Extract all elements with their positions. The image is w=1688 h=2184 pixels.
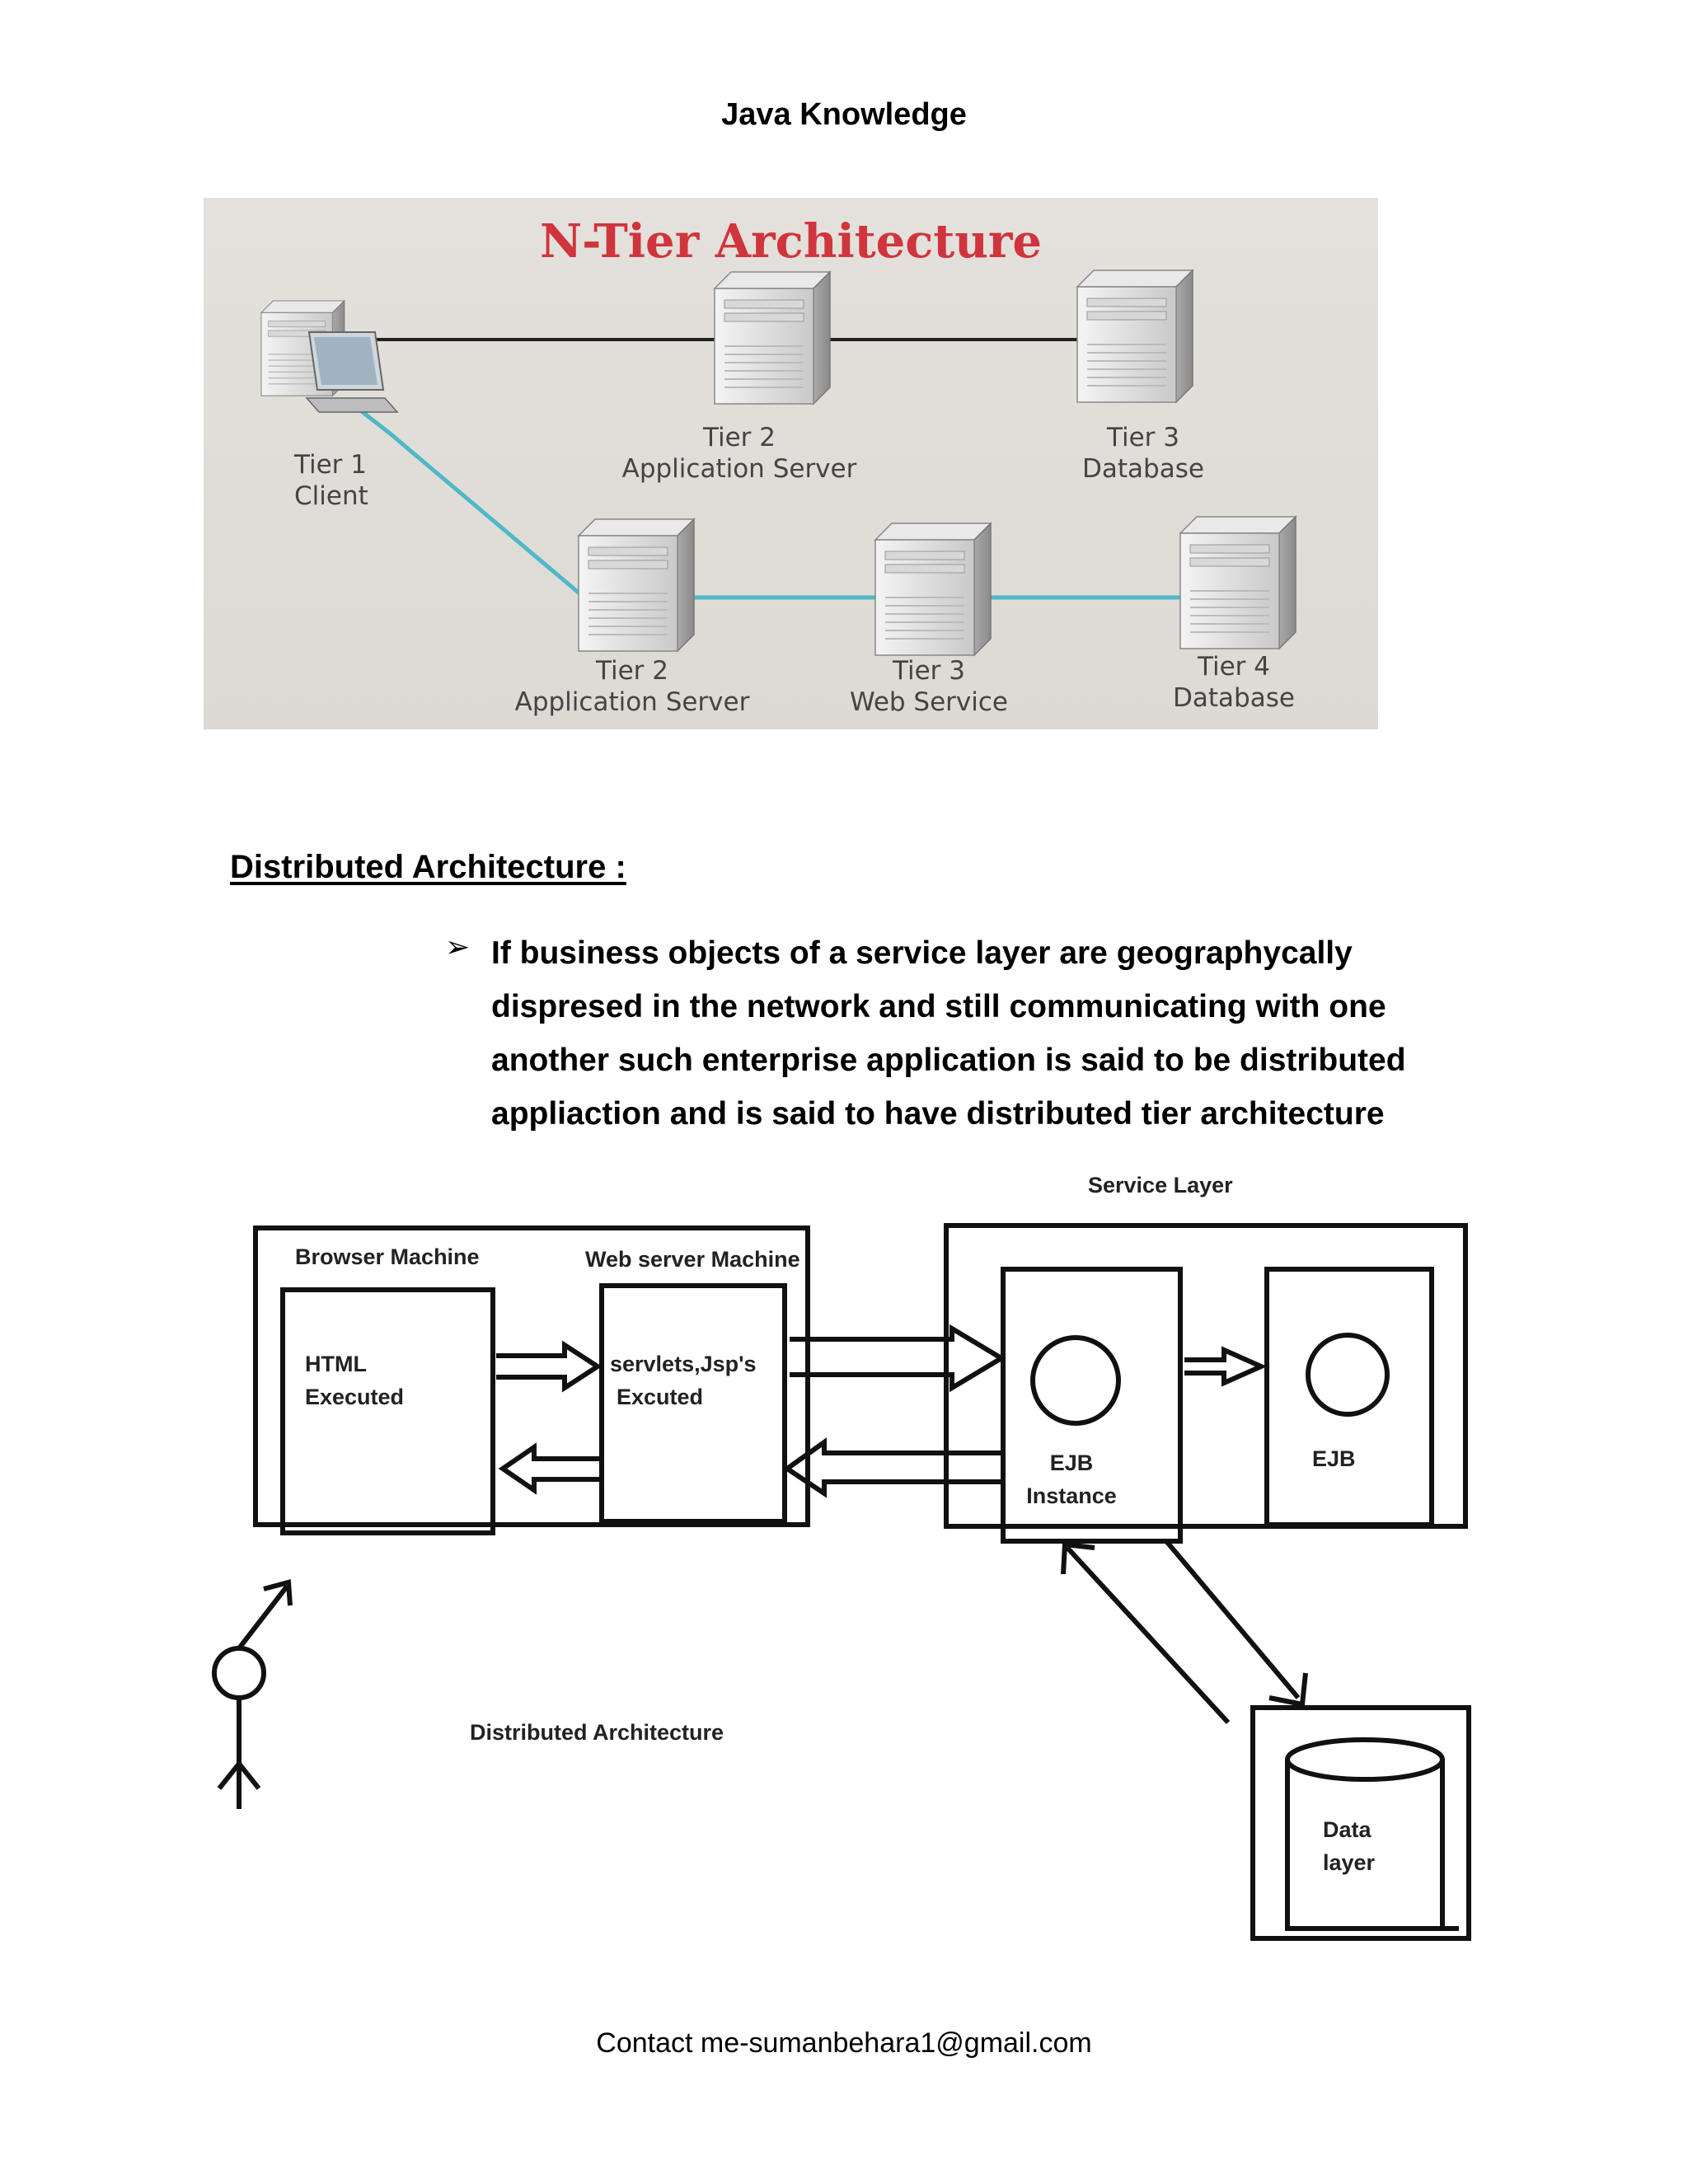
- top-app-tier-name: Application Server: [621, 454, 857, 484]
- link-client-bottom-app: [350, 402, 586, 599]
- distributed-architecture-diagram: Service Layer Browser Machine Web server…: [190, 1154, 1492, 1966]
- top-db-tier-label: Tier 3 Database: [1061, 422, 1226, 485]
- bottom-app-tier-label: Tier 2 Application Server: [492, 655, 772, 718]
- data-cylinder: [1285, 1760, 1445, 1931]
- client-tier-label: Tier 1 Client: [294, 449, 368, 512]
- servlets-label-line1: servlets,Jsp's: [610, 1352, 757, 1376]
- browser-machine-label: Browser Machine: [295, 1244, 480, 1269]
- service-layer-label: Service Layer: [1088, 1173, 1233, 1197]
- ejb-to-data-link: [1164, 1540, 1301, 1699]
- ntier-title: N-Tier Architecture: [539, 214, 1043, 269]
- bullet-text: If business objects of a service layer a…: [491, 935, 1406, 1132]
- html-executed-label: HTML Executed: [305, 1347, 404, 1413]
- ejb-instance-to-ejb-arrow: [1184, 1346, 1268, 1387]
- data-layer-box: [1250, 1705, 1471, 1941]
- client-tier-number: Tier 1: [294, 450, 367, 480]
- html-to-servlets-arrow: [496, 1340, 603, 1393]
- top-app-tier-label: Tier 2 Application Server: [607, 422, 871, 485]
- ejb-box: [1264, 1267, 1434, 1527]
- top-database-server-icon: [1076, 269, 1193, 403]
- user-head: [212, 1646, 266, 1700]
- data-label-line1: Data: [1323, 1817, 1372, 1842]
- bottom-db-tier-name: Database: [1173, 683, 1295, 713]
- ejb-instance-box: [1001, 1267, 1183, 1544]
- bullet-arrow-icon: ➢: [445, 930, 471, 963]
- servlets-executed-label: servlets,Jsp's Excuted: [610, 1347, 757, 1413]
- ejb-instance-label-line2: Instance: [1026, 1483, 1117, 1508]
- top-db-tier-number: Tier 3: [1107, 423, 1179, 452]
- html-box: [280, 1287, 495, 1535]
- servlets-to-html-arrow: [498, 1442, 602, 1495]
- bottom-application-server-icon: [578, 518, 695, 652]
- web-tier-number: Tier 3: [893, 656, 965, 686]
- top-application-server-icon: [714, 271, 831, 405]
- bottom-db-tier-number: Tier 4: [1198, 652, 1270, 682]
- servlets-box: [599, 1283, 787, 1524]
- bottom-app-tier-number: Tier 2: [596, 656, 668, 686]
- ejb-instance-circle: [1030, 1335, 1121, 1426]
- page-footer: Contact me-sumanbehara1@gmail.com: [596, 2027, 1092, 2059]
- top-db-tier-name: Database: [1082, 454, 1204, 484]
- data-to-ejb-link: [1065, 1545, 1231, 1725]
- web-server-machine-label: Web server Machine: [585, 1247, 800, 1272]
- ejb-instance-label: EJB Instance: [1022, 1446, 1121, 1512]
- client-tier-name: Client: [294, 481, 368, 511]
- bottom-database-server-icon: [1179, 516, 1296, 649]
- ejb-label: EJB: [1312, 1446, 1356, 1471]
- top-app-tier-number: Tier 2: [703, 423, 776, 452]
- ntier-diagram-graphics: [260, 269, 1296, 656]
- client-computer-icon: [260, 300, 399, 413]
- web-tier-name: Web Service: [849, 687, 1008, 717]
- web-tier-label: Tier 3 Web Service: [830, 655, 1028, 718]
- bottom-app-tier-name: Application Server: [514, 687, 750, 717]
- html-label-line1: HTML: [305, 1352, 367, 1376]
- page-header: Java Knowledge: [721, 97, 967, 132]
- bottom-db-tier-label: Tier 4 Database: [1151, 651, 1316, 714]
- html-label-line2: Executed: [305, 1385, 405, 1409]
- distributed-diagram-graphics: [212, 1223, 1471, 1941]
- data-label-line2: layer: [1323, 1850, 1376, 1875]
- ntier-architecture-figure: N-Tier Architecture Tier 1 Client Tier 2…: [204, 198, 1378, 729]
- section-heading: Distributed Architecture :: [230, 849, 626, 885]
- web-service-server-icon: [874, 523, 992, 656]
- servlets-to-ejb-arrow: [790, 1324, 1006, 1393]
- data-layer-label: Data layer: [1323, 1813, 1375, 1879]
- diagram-caption: Distributed Architecture: [470, 1720, 724, 1745]
- servlets-label-line2: Excuted: [617, 1385, 704, 1409]
- ejb-instance-label-line1: EJB: [1049, 1451, 1094, 1475]
- ejb-circle: [1306, 1333, 1390, 1417]
- ejb-to-servlets-arrow: [782, 1437, 1001, 1498]
